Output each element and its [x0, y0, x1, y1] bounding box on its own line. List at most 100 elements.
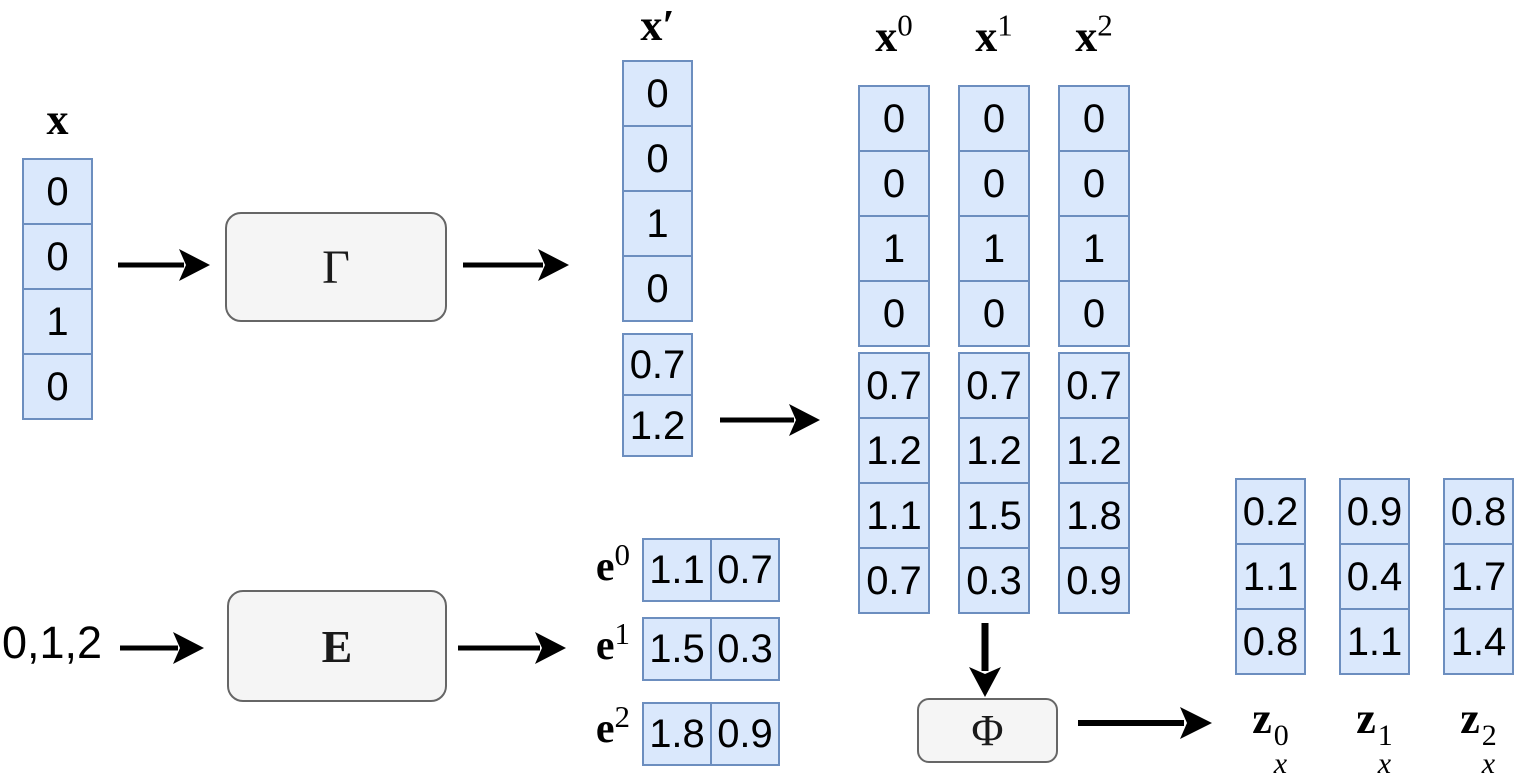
- label-x1-sup: 1: [997, 7, 1013, 43]
- vector-x0-cell: 0: [858, 280, 930, 347]
- vector-x1-cell: 0.3: [958, 547, 1030, 614]
- vector-x: 0 0 1 0: [22, 158, 93, 420]
- arrow-phi-to-z: [1078, 707, 1212, 739]
- label-x: x: [22, 98, 93, 142]
- label-x0-sup: 0: [897, 7, 913, 43]
- vector-z1: 0.9 0.4 1.1: [1339, 478, 1410, 675]
- arrow-x1-to-phi: [969, 623, 1001, 697]
- label-e1-base: e: [595, 623, 615, 669]
- vector-z2-cell: 1.4: [1443, 608, 1514, 675]
- vector-z0-cell: 0.8: [1235, 608, 1306, 675]
- label-x2-sup: 2: [1097, 7, 1113, 43]
- vector-x0-cell: 1: [858, 215, 930, 282]
- label-e0-base: e: [595, 544, 615, 590]
- vector-x-prime-cell: 0: [622, 255, 693, 322]
- label-x-base: x: [46, 95, 69, 144]
- vector-x0-numeric: 0.7 1.2 1.1 0.7: [858, 352, 930, 614]
- vector-x-prime-numeric: 0.7 1.2: [622, 333, 693, 457]
- embedding-e2-cell: 0.9: [710, 702, 780, 766]
- arrow-xprime-to-replicas: [720, 404, 820, 436]
- embedding-e0-cell: 0.7: [710, 538, 780, 602]
- embedding-box: E: [227, 590, 447, 702]
- vector-x-prime-onehot: 0 0 1 0: [622, 60, 693, 322]
- label-e2: e2: [555, 701, 630, 752]
- gamma-label: Γ: [322, 240, 350, 294]
- vector-z1-cell: 0.4: [1339, 543, 1410, 610]
- vector-x-prime-cell: 0.7: [622, 333, 693, 396]
- vector-z0: 0.2 1.1 0.8: [1235, 478, 1306, 675]
- label-z2-sub: x: [1481, 746, 1496, 780]
- embedding-e1-cell: 0.3: [710, 617, 780, 681]
- label-e1-sup: 1: [614, 616, 631, 651]
- vector-x0-cell: 0: [858, 150, 930, 217]
- vector-x1-cell: 1.2: [958, 417, 1030, 484]
- label-x1-base: x: [975, 12, 998, 61]
- vector-z2: 0.8 1.7 1.4: [1443, 478, 1514, 675]
- vector-x0-cell: 0.7: [858, 547, 930, 614]
- label-x2: x2: [1058, 9, 1130, 61]
- phi-box: Φ: [917, 698, 1058, 763]
- label-e2-base: e: [595, 706, 615, 752]
- indices-text: 0,1,2: [2, 617, 103, 668]
- label-z0-sub: x: [1273, 746, 1288, 780]
- phi-label: Φ: [971, 706, 1004, 755]
- label-z2-sup: 2: [1481, 719, 1497, 752]
- embedding-box-label: E: [321, 620, 353, 672]
- vector-x-cell: 0: [22, 223, 93, 290]
- label-x2-base: x: [1075, 12, 1098, 61]
- label-e2-sup: 2: [614, 699, 631, 734]
- label-x0-base: x: [875, 12, 898, 61]
- vector-z1-cell: 0.9: [1339, 478, 1410, 545]
- label-z2-base: z: [1460, 694, 1480, 743]
- vector-x-prime-cell: 0: [622, 125, 693, 192]
- vector-x2-cell: 0: [1058, 85, 1130, 152]
- vector-x2-cell: 1: [1058, 215, 1130, 282]
- label-e0: e0: [555, 539, 630, 590]
- embedding-e0: 1.1 0.7: [642, 538, 780, 602]
- label-z0-sup: 0: [1273, 719, 1289, 752]
- vector-x-prime-cell: 1: [622, 190, 693, 257]
- label-x0: x0: [858, 9, 930, 61]
- label-z1-sub: x: [1377, 746, 1392, 780]
- vector-z0-cell: 0.2: [1235, 478, 1306, 545]
- embedding-e0-cell: 1.1: [642, 538, 712, 602]
- vector-x0-cell: 0: [858, 85, 930, 152]
- vector-x2-cell: 0.9: [1058, 547, 1130, 614]
- vector-x2-cell: 0.7: [1058, 352, 1130, 419]
- arrow-e-to-embeddings: [458, 632, 566, 664]
- label-z0-base: z: [1252, 694, 1272, 743]
- vector-x-cell: 0: [22, 158, 93, 225]
- embedding-e1: 1.5 0.3: [642, 617, 780, 681]
- vector-x-prime-cell: 0: [622, 60, 693, 127]
- vector-x0-cell: 0.7: [858, 352, 930, 419]
- vector-x1-cell: 0: [958, 150, 1030, 217]
- vector-x1-numeric: 0.7 1.2 1.5 0.3: [958, 352, 1030, 614]
- embedding-e2: 1.8 0.9: [642, 702, 780, 766]
- arrow-indices-to-e: [120, 632, 204, 664]
- vector-x2-onehot: 0 0 1 0: [1058, 85, 1130, 347]
- embedding-e1-cell: 1.5: [642, 617, 712, 681]
- vector-z2-cell: 1.7: [1443, 543, 1514, 610]
- label-z1-sup: 1: [1377, 719, 1393, 752]
- vector-x2-cell: 1.2: [1058, 417, 1130, 484]
- label-z1-base: z: [1356, 694, 1376, 743]
- arrow-x-to-gamma: [118, 249, 210, 281]
- vector-x2-numeric: 0.7 1.2 1.8 0.9: [1058, 352, 1130, 614]
- vector-x0-cell: 1.2: [858, 417, 930, 484]
- vector-z0-cell: 1.1: [1235, 543, 1306, 610]
- vector-x1-cell: 0: [958, 280, 1030, 347]
- vector-x-cell: 1: [22, 288, 93, 355]
- vector-x1-cell: 0: [958, 85, 1030, 152]
- embedding-e2-cell: 1.8: [642, 702, 712, 766]
- label-x-prime: x′: [615, 4, 700, 48]
- arrow-gamma-to-xprime: [463, 249, 569, 281]
- vector-x2-cell: 0: [1058, 280, 1130, 347]
- label-x1: x1: [958, 9, 1030, 61]
- vector-x1-cell: 1.5: [958, 482, 1030, 549]
- vector-z1-cell: 1.1: [1339, 608, 1410, 675]
- vector-x1-cell: 1: [958, 215, 1030, 282]
- vector-x-prime-cell: 1.2: [622, 394, 693, 457]
